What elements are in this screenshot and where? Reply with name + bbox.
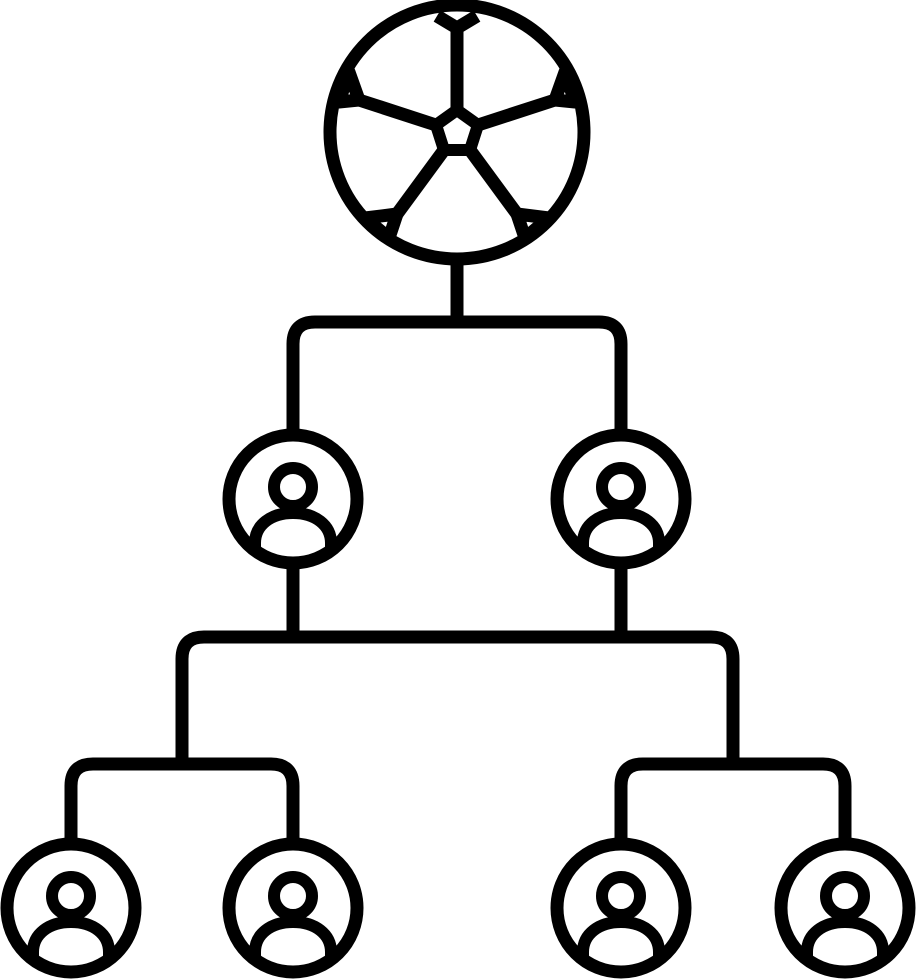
connector-left-lower-bracket (64, 757, 300, 847)
player-nodes (7, 435, 909, 972)
user-icon (557, 435, 685, 563)
user-icon (7, 844, 135, 972)
connector-right-lower-bracket (614, 757, 852, 847)
user-icon (557, 844, 685, 972)
bracket-connectors (64, 255, 852, 847)
connector-top-bracket (286, 315, 628, 437)
soccer-ball-icon (323, 0, 591, 266)
connector-middle-bracket (175, 630, 740, 771)
player-node-quarterfinal-2 (229, 844, 357, 972)
user-icon (229, 435, 357, 563)
player-node-semifinal-right (557, 435, 685, 563)
player-node-semifinal-left (229, 435, 357, 563)
player-node-quarterfinal-3 (557, 844, 685, 972)
user-icon (229, 844, 357, 972)
user-icon (781, 844, 909, 972)
player-node-quarterfinal-4 (781, 844, 909, 972)
player-node-quarterfinal-1 (7, 844, 135, 972)
